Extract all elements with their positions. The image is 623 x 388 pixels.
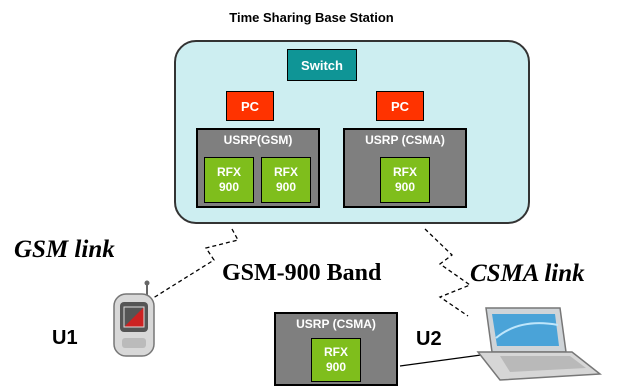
usrp-csma-label: USRP (CSMA) [365,133,445,147]
rfx-gsm-1: RFX 900 [204,157,254,203]
csma-link-label: CSMA link [470,260,585,287]
band-label: GSM-900 Band [222,260,382,286]
rfx-label: RFX [217,165,241,179]
gsm-link-label: GSM link [14,236,115,263]
rfx-label: RFX [393,165,417,179]
usrp-gsm-label: USRP(GSM) [223,133,293,147]
rfx-gsm-2: RFX 900 [261,157,311,203]
rfx-client: RFX 900 [311,338,361,382]
usrp-client-label: USRP (CSMA) [296,317,376,331]
user-u2-label: U2 [416,328,442,350]
gsm-wireless-link [149,228,239,301]
pc-csma-box: PC [376,91,424,121]
usrp-csma-box: USRP (CSMA) RFX 900 [343,128,467,208]
csma-wireless-link [424,228,472,317]
rfx-label: RFX [324,345,348,359]
phone-icon [113,280,155,357]
user-u1-label: U1 [52,327,78,349]
switch-box: Switch [287,49,357,81]
diagram-title: Time Sharing Base Station [229,10,394,25]
rfx-freq: 900 [218,180,240,194]
rfx-label: RFX [274,165,298,179]
rfx-freq: 900 [325,360,347,374]
rfx-csma: RFX 900 [380,157,430,203]
rfx-freq: 900 [394,180,416,194]
usrp-gsm-box: USRP(GSM) RFX 900 RFX 900 [196,128,320,208]
usrp-client-box: USRP (CSMA) RFX 900 [274,312,398,386]
pc-gsm-box: PC [226,91,274,121]
rfx-freq: 900 [275,180,297,194]
laptop-icon [476,307,603,381]
